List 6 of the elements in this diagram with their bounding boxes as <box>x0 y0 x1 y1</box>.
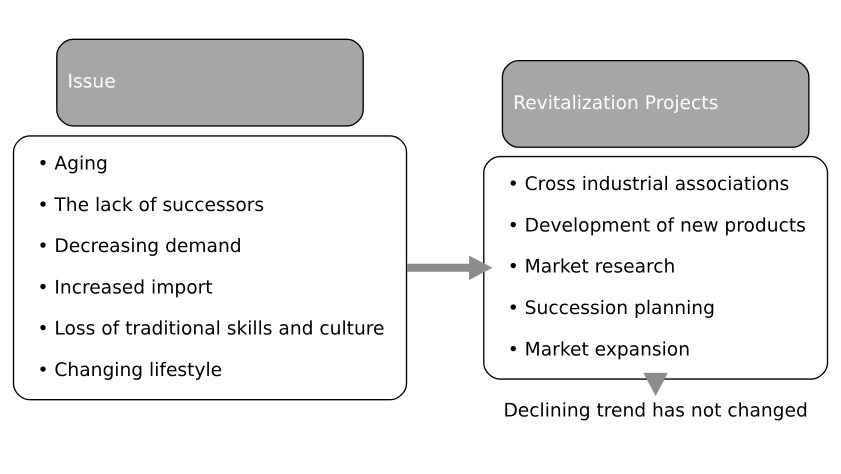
node-box: Issue <box>56 38 364 126</box>
arrow <box>643 372 668 396</box>
arrow <box>406 255 492 280</box>
node-box: • Aging • The lack of successors • Decreasing demand • Increased import • Loss of traditional skills and culture • Changing lifestyle <box>12 134 408 400</box>
node-box: Revitalization Projects <box>502 59 810 148</box>
node-text: Declining trend has not changed <box>503 400 808 422</box>
